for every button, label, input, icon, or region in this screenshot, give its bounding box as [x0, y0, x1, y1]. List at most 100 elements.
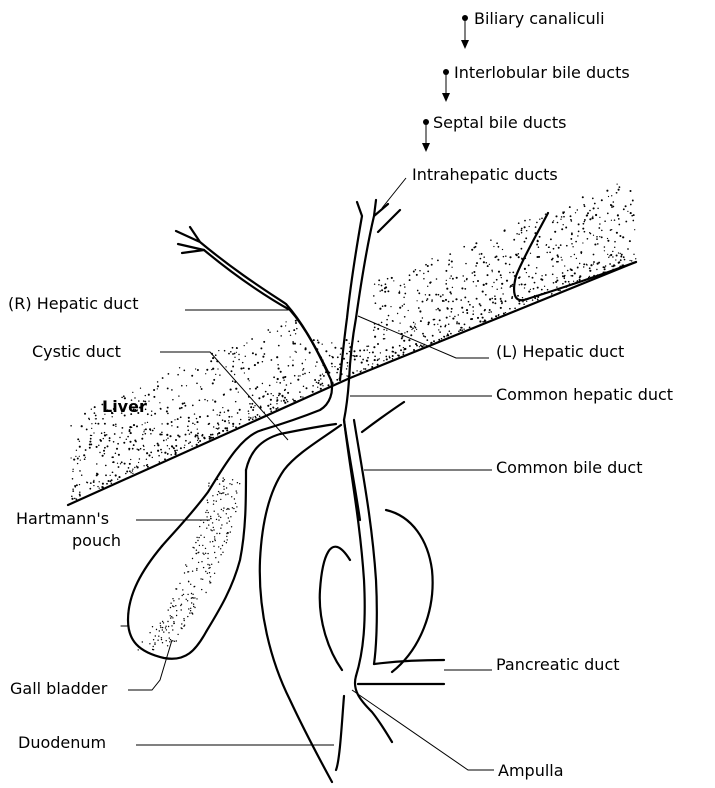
stipple-dot	[257, 362, 259, 364]
stipple-dot	[181, 628, 182, 629]
stipple-dot	[436, 278, 438, 280]
stipple-dot	[415, 269, 417, 271]
stipple-dot	[222, 419, 224, 421]
stipple-dot	[536, 267, 538, 269]
stipple-dot	[282, 377, 284, 379]
stipple-dot	[582, 196, 584, 198]
stipple-dot	[183, 594, 184, 595]
stipple-dot	[230, 531, 231, 532]
stipple-dot	[427, 324, 429, 326]
stipple-dot	[251, 338, 253, 340]
stipple-dot	[611, 195, 612, 196]
stipple-dot	[611, 266, 612, 267]
stipple-dot	[535, 273, 537, 275]
stipple-dot	[148, 394, 150, 396]
stipple-dot	[252, 352, 254, 354]
stipple-dot	[571, 233, 573, 235]
common-bile-duct-right	[354, 420, 377, 664]
stipple-dot	[313, 339, 315, 341]
stipple-dot	[117, 463, 118, 464]
stipple-dot	[89, 441, 91, 443]
stipple-dot	[207, 573, 208, 574]
stipple-dot	[102, 418, 104, 420]
stipple-dot	[192, 597, 193, 598]
stipple-dot	[530, 289, 531, 290]
stipple-dot	[199, 526, 200, 527]
stipple-dot	[207, 400, 208, 401]
stipple-dot	[205, 592, 206, 593]
labels: Biliary canaliculi Interlobular bile duc…	[8, 9, 673, 780]
stipple-dot	[416, 329, 417, 330]
stipple-dot	[570, 238, 572, 240]
stipple-dot	[496, 279, 498, 281]
stipple-dot	[201, 589, 202, 590]
stipple-dot	[403, 347, 404, 348]
stipple-dot	[477, 280, 479, 282]
stipple-dot	[251, 403, 253, 405]
stipple-dot	[161, 452, 162, 453]
stipple-dot	[280, 325, 282, 327]
stipple-dot	[295, 322, 297, 324]
stipple-dot	[401, 337, 403, 339]
stipple-dot	[635, 258, 636, 259]
stipple-dot	[607, 254, 608, 255]
stipple-dot	[579, 277, 581, 279]
stipple-dot	[555, 244, 556, 245]
label-duodenum: Duodenum	[18, 733, 106, 752]
stipple-dot	[208, 423, 210, 425]
stipple-dot	[430, 343, 431, 344]
gall-bladder-wall	[128, 470, 246, 659]
ampulla-lower	[336, 696, 344, 770]
stipple-dot	[317, 342, 319, 344]
stipple-dot	[219, 414, 221, 416]
stipple-dot	[175, 453, 177, 455]
stipple-dot	[147, 466, 149, 468]
label-intrahepatic-ducts: Intrahepatic ducts	[412, 165, 558, 184]
stipple-dot	[622, 236, 624, 238]
stipple-dot	[383, 329, 385, 331]
stipple-dot	[207, 564, 208, 565]
stipple-dot	[287, 392, 289, 394]
stipple-dot	[72, 488, 73, 489]
stipple-dot	[203, 567, 204, 568]
stipple-dot	[425, 294, 426, 295]
stipple-dot	[85, 457, 86, 458]
stipple-dot	[552, 273, 554, 275]
stipple-dot	[377, 364, 378, 365]
stipple-dot	[618, 261, 620, 263]
stipple-dot	[158, 455, 160, 457]
stipple-dot	[81, 425, 83, 427]
stipple-dot	[129, 441, 131, 443]
stipple-dot	[556, 277, 557, 278]
stipple-dot	[309, 352, 311, 354]
stipple-dot	[367, 349, 368, 350]
stipple-dot	[210, 434, 212, 436]
stipple-dot	[85, 449, 87, 451]
stipple-dot	[234, 374, 235, 375]
stipple-dot	[518, 303, 520, 305]
stipple-dot	[589, 210, 591, 212]
stipple-dot	[372, 351, 374, 353]
stipple-dot	[161, 431, 163, 433]
stipple-dot	[292, 360, 293, 361]
stipple-dot	[118, 454, 120, 456]
stipple-dot	[489, 264, 490, 265]
stipple-dot	[217, 414, 218, 415]
stipple-dot	[154, 445, 155, 446]
stipple-dot	[316, 361, 318, 363]
stipple-dot	[625, 205, 627, 207]
stipple-dot	[187, 600, 188, 601]
stipple-dot	[618, 224, 620, 226]
stipple-dot	[493, 246, 494, 247]
stipple-dot	[466, 279, 468, 281]
stipple-dot	[244, 372, 245, 373]
stipple-dot	[529, 219, 530, 220]
stipple-dot	[538, 246, 540, 248]
stipple-dot	[399, 345, 401, 347]
stipple-dot	[183, 618, 184, 619]
stipple-dot	[178, 395, 179, 396]
stipple-dot	[270, 399, 272, 401]
stipple-dot	[406, 331, 408, 333]
stipple-dot	[166, 410, 168, 412]
stipple-dot	[224, 412, 225, 413]
